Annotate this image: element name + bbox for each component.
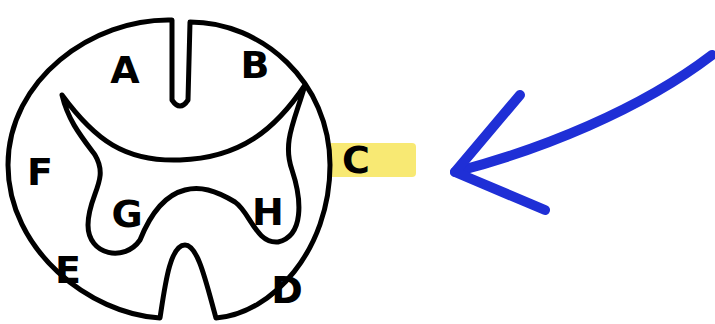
part-label: F (27, 153, 53, 191)
part-label: D (271, 271, 303, 309)
part-label: H (252, 193, 284, 231)
part-label: C (342, 141, 370, 179)
highlight (328, 143, 416, 177)
part-label: G (111, 195, 142, 233)
white-matter-outline (8, 20, 330, 318)
gray-matter-outline (62, 85, 305, 253)
part-label: A (110, 51, 139, 89)
part-label: E (55, 251, 81, 289)
pointer-arrowhead (455, 95, 545, 210)
part-label: B (241, 46, 270, 84)
pointer-arrow (455, 55, 712, 172)
